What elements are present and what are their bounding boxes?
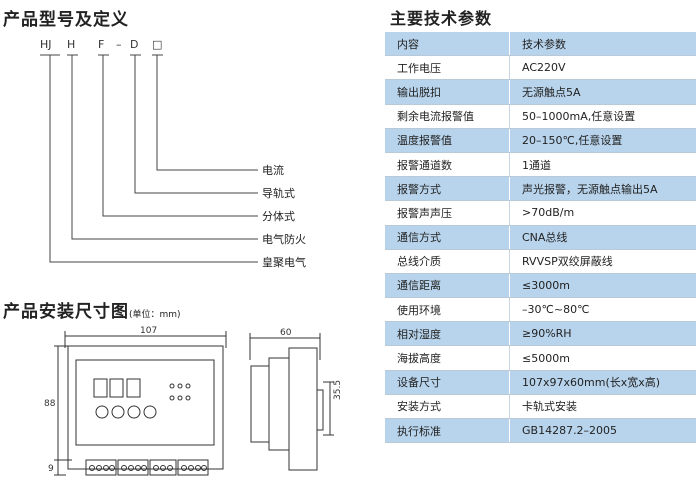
param-value-cell: >70dB/m bbox=[509, 200, 696, 226]
param-row: 报警声声压>70dB/m bbox=[385, 200, 696, 226]
param-name-cell: 输出脱扣 bbox=[385, 79, 510, 105]
param-value-cell: 声光报警，无源触点输出5A bbox=[509, 176, 696, 202]
param-value-cell: 50–1000mA,任意设置 bbox=[509, 104, 696, 129]
param-value-cell: 无源触点5A bbox=[509, 79, 696, 105]
param-name-cell: 通信距离 bbox=[385, 273, 510, 299]
param-row: 相对湿度≥90%RH bbox=[385, 321, 696, 347]
code-part-dash: – bbox=[116, 38, 122, 51]
param-name-cell: 内容 bbox=[385, 32, 510, 57]
legend-current: 电流 bbox=[262, 164, 284, 177]
param-name-cell: 报警通道数 bbox=[385, 152, 510, 178]
param-value-cell: 20–150℃,任意设置 bbox=[509, 128, 696, 153]
param-name-cell: 海拔高度 bbox=[385, 345, 510, 371]
front-view-drawing bbox=[54, 331, 227, 476]
param-value-cell: –30℃~80℃ bbox=[509, 297, 696, 323]
param-row: 海拔高度≤5000m bbox=[385, 345, 696, 371]
param-value-cell: 技术参数 bbox=[509, 32, 696, 57]
param-row: 使用环境–30℃~80℃ bbox=[385, 297, 696, 323]
param-value-cell: AC220V bbox=[509, 55, 696, 81]
param-row: 报警方式声光报警，无源触点输出5A bbox=[385, 176, 696, 202]
legend-split: 分体式 bbox=[262, 210, 295, 223]
param-name-cell: 工作电压 bbox=[385, 55, 510, 81]
param-name-cell: 通信方式 bbox=[385, 225, 510, 250]
dims-title-text: 产品安装尺寸图 bbox=[3, 302, 129, 322]
dims-section-title: 产品安装尺寸图(单位：mm) bbox=[3, 297, 181, 322]
param-value-cell: ≥90%RH bbox=[509, 321, 696, 347]
dims-unit-note: (单位：mm) bbox=[129, 310, 181, 320]
param-name-cell: 总线介质 bbox=[385, 249, 510, 274]
model-section-title: 产品型号及定义 bbox=[3, 10, 129, 30]
legend-rail: 导轨式 bbox=[262, 187, 295, 200]
side-width-label: 60 bbox=[280, 328, 292, 338]
param-row: 内容技术参数 bbox=[385, 32, 696, 57]
param-row: 通信距离≤3000m bbox=[385, 273, 696, 299]
front-height-label: 88 bbox=[44, 399, 56, 409]
param-value-cell: 107x97x60mm(长x宽x高) bbox=[509, 370, 696, 395]
code-part-box: □ bbox=[152, 38, 163, 51]
param-value-cell: 1通道 bbox=[509, 152, 696, 178]
param-name-cell: 报警方式 bbox=[385, 176, 510, 202]
param-row: 安装方式卡轨式安装 bbox=[385, 394, 696, 420]
code-part-hj: HJ bbox=[40, 38, 52, 51]
param-value-cell: GB14287.2–2005 bbox=[509, 418, 696, 444]
code-part-d: D bbox=[130, 38, 139, 51]
param-name-cell: 使用环境 bbox=[385, 297, 510, 323]
param-name-cell: 设备尺寸 bbox=[385, 370, 510, 395]
param-name-cell: 执行标准 bbox=[385, 418, 510, 444]
code-part-h: H bbox=[67, 38, 76, 51]
param-value-cell: 卡轨式安装 bbox=[509, 394, 696, 420]
side-rail-label: 35.5 bbox=[333, 379, 343, 400]
legend-brand: 皇聚电气 bbox=[262, 256, 306, 269]
param-value-cell: CNA总线 bbox=[509, 225, 696, 250]
param-value-cell: ≤3000m bbox=[509, 273, 696, 299]
param-name-cell: 相对湿度 bbox=[385, 321, 510, 347]
param-name-cell: 安装方式 bbox=[385, 394, 510, 420]
front-width-label: 107 bbox=[140, 326, 158, 336]
param-row: 输出脱扣无源触点5A bbox=[385, 79, 696, 105]
front-bottom-label: 9 bbox=[48, 464, 54, 474]
side-view-drawing bbox=[249, 333, 334, 471]
params-section-title: 主要技术参数 bbox=[390, 9, 493, 28]
code-part-f: F bbox=[98, 38, 105, 51]
model-definition-lines bbox=[40, 54, 258, 263]
param-value-cell: RVVSP双绞屏蔽线 bbox=[509, 249, 696, 274]
param-name-cell: 剩余电流报警值 bbox=[385, 104, 510, 129]
param-value-cell: ≤5000m bbox=[509, 345, 696, 371]
param-name-cell: 温度报警值 bbox=[385, 128, 510, 153]
legend-fireproof: 电气防火 bbox=[262, 233, 306, 246]
param-name-cell: 报警声声压 bbox=[385, 200, 510, 226]
